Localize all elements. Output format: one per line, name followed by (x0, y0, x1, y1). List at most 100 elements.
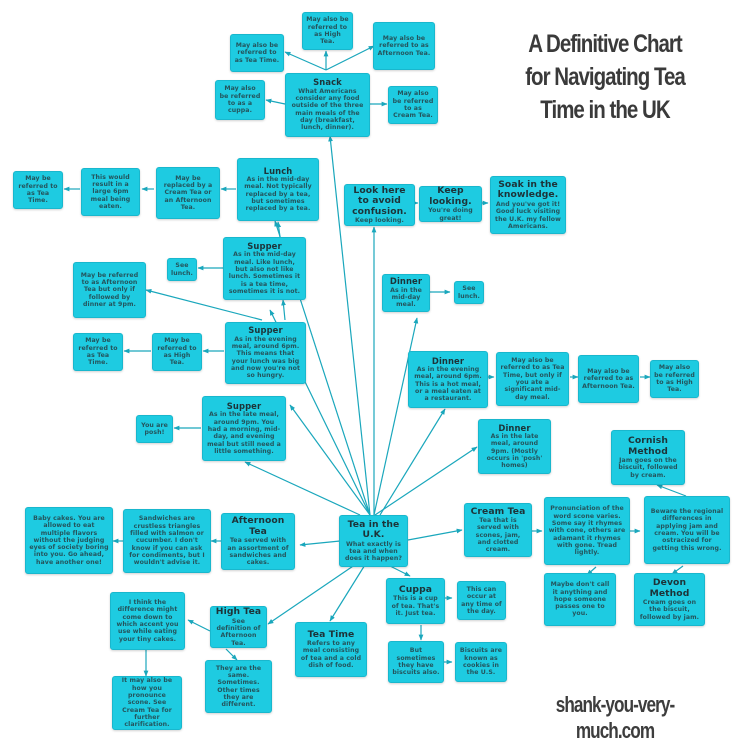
node-cream-tea: Cream Tea Tea that is served with scones… (464, 503, 532, 557)
node-lunch-teatime: May be referred to as Tea Time. (13, 171, 63, 209)
node-body: Tea served with an assortment of sandwic… (227, 537, 289, 567)
node-body: See lunch. (171, 262, 193, 277)
node-pronunciation: Pronunciation of the word scone varies. … (544, 497, 630, 565)
node-heading: Supper (226, 400, 262, 411)
node-biscuits-cookies: Biscuits are known as cookies in the U.S… (455, 642, 507, 682)
node-heading: Keep looking. (429, 185, 472, 207)
node-body: May be referred to as Tea Time. (78, 337, 118, 367)
node-tea-time: Tea Time Refers to any meal consisting o… (295, 622, 367, 677)
node-supper-late: Supper As in the late meal, around 9pm. … (202, 396, 286, 461)
node-dinner-eve-high: May also be referred to as High Tea. (650, 360, 699, 398)
node-supper-late-posh: You are posh! (136, 415, 173, 443)
node-body: Biscuits are known as cookies in the U.S… (459, 647, 503, 677)
node-body: See lunch. (458, 285, 480, 300)
node-snack-high-tea: May also be referred to as High Tea. (302, 12, 353, 50)
node-body: May also be referred to as Tea Time. (234, 42, 280, 64)
node-heading: Snack (313, 77, 342, 88)
node-sandwiches: Sandwiches are crustless triangles fille… (123, 509, 211, 573)
node-body: May also be referred to as Cream Tea. (392, 90, 434, 120)
node-afternoon-tea: Afternoon Tea Tea served with an assortm… (221, 513, 295, 570)
node-high-tea-same: They are the same. Sometimes. Other time… (205, 660, 272, 713)
node-lunch: Lunch As in the mid-day meal. Not typica… (237, 158, 319, 221)
node-heading: Afternoon Tea (231, 515, 285, 537)
node-body: Tea that is served with scones, jam, and… (475, 517, 521, 554)
node-body: This is a cup of tea. That's it. Just te… (391, 595, 440, 617)
node-lunch-result: This would result in a large 6pm meal be… (81, 168, 140, 216)
node-body: You are posh! (141, 421, 168, 436)
node-heading: Dinner (431, 355, 465, 366)
node-body: This would result in a large 6pm meal be… (90, 173, 131, 210)
node-body: As in the evening meal, around 6pm. This… (414, 366, 482, 403)
node-high-tea-accent: I think the difference might come down t… (110, 592, 185, 650)
node-body: May also be referred to as Tea Time, but… (500, 357, 565, 401)
node-supper-mid-see: See lunch. (167, 258, 197, 281)
node-snack-afternoon: May also be referred to as Afternoon Tea… (373, 22, 435, 70)
node-supper-eve: Supper As in the evening meal, around 6p… (225, 322, 306, 384)
node-keep-looking: Keep looking. You're doing great! (419, 185, 482, 222)
node-heading: Supper (247, 240, 282, 251)
node-body: Maybe don't call it anything and hope so… (550, 581, 610, 618)
node-body: Sandwiches are crustless triangles fille… (129, 515, 205, 567)
node-dinner-mid: Dinner As in the mid-day meal. (382, 274, 430, 312)
title-line-2: for Navigating Tea (525, 63, 686, 91)
node-body: As in the mid-day meal. (390, 286, 422, 309)
node-heading: Cuppa (398, 583, 433, 595)
node-body: Baby cakes. You are allowed to eat multi… (29, 514, 109, 566)
node-snack-tea-time: May also be referred to as Tea Time. (230, 34, 284, 72)
node-dinner-eve-teatime: May also be referred to as Tea Time, but… (496, 352, 569, 406)
node-heading: Soak in the knowledge. (497, 178, 559, 201)
node-body: Refers to any meal consisting of tea and… (300, 640, 362, 670)
node-heading: Cornish Method (628, 435, 668, 457)
node-lunch-replaced: May be replaced by a Cream Tea or an Aft… (156, 167, 220, 219)
node-body: Beware the regional differences in apply… (650, 508, 724, 552)
node-body: As in the evening meal, around 6pm. This… (230, 335, 301, 380)
node-body: As in the mid-day meal. Like lunch, but … (228, 251, 301, 295)
node-body: May also be referred to as Afternoon Tea… (582, 368, 635, 390)
node-body: They are the same. Sometimes. Other time… (215, 664, 262, 709)
node-dinner-eve: Dinner As in the evening meal, around 6p… (408, 351, 488, 408)
node-body: May be replaced by a Cream Tea or an Aft… (163, 174, 213, 211)
node-snack-cuppa: May also be referred to as a cuppa. (215, 80, 265, 120)
node-cornish: Cornish Method Jam goes on the biscuit, … (611, 430, 685, 485)
node-heading: Supper (248, 325, 283, 336)
node-heading: Tea Time (307, 628, 355, 640)
node-snack-cream: May also be referred to as Cream Tea. (388, 86, 438, 124)
node-cuppa-biscuits: But sometimes they have biscuits also. (388, 641, 444, 683)
node-body: Keep looking. (354, 217, 404, 225)
node-body: May also be referred to as a cuppa. (219, 85, 261, 115)
node-body: This can occur at any time of the day. (461, 585, 502, 615)
node-body: Cream goes on the biscuit, followed by j… (639, 599, 700, 621)
node-high-tea-scone: It may also be how you pronounce scone. … (112, 676, 182, 730)
node-snack: Snack What Americans consider any food o… (285, 73, 370, 137)
node-body: I think the difference might come down t… (116, 599, 179, 643)
node-body: May also be referred to as High Tea. (654, 364, 695, 394)
node-body: But sometimes they have biscuits also. (392, 647, 440, 677)
node-soak: Soak in the knowledge. And you've got it… (490, 176, 566, 234)
node-root-tea-in-uk: Tea in the U.K. What exactly is tea and … (339, 515, 408, 567)
chart-title: A Definitive Chart for Navigating Tea Ti… (511, 28, 700, 127)
node-baby-cakes: Baby cakes. You are allowed to eat multi… (25, 507, 113, 574)
node-body: Pronunciation of the word scone varies. … (548, 505, 626, 557)
node-body: You're doing great! (428, 207, 473, 222)
node-body: As in the mid-day meal. Not typically re… (244, 176, 312, 213)
node-body: May also be referred to as Afternoon Tea… (377, 35, 431, 57)
node-dinner-eve-afternoon: May also be referred to as Afternoon Tea… (578, 355, 639, 403)
title-line-1: A Definitive Chart (528, 30, 683, 58)
node-body: See definition of Afternoon Tea. (216, 617, 261, 647)
node-body: What Americans consider any food outside… (291, 87, 364, 132)
node-body: May be referred to as High Tea. (157, 337, 197, 367)
node-body: As in the late meal, around 9pm. You had… (207, 411, 281, 455)
node-maybe-dont: Maybe don't call it anything and hope so… (544, 573, 616, 626)
node-supper-mid: Supper As in the mid-day meal. Like lunc… (223, 237, 306, 300)
node-supper-eve-afternoon: May be referred to as Afternoon Tea but … (73, 262, 146, 318)
node-cuppa: Cuppa This is a cup of tea. That's it. J… (386, 578, 445, 624)
node-look-here: Look here to avoid confusion. Keep looki… (344, 184, 415, 226)
node-heading: Devon Method (649, 577, 690, 599)
node-heading: Dinner (389, 276, 423, 287)
node-high-tea: High Tea See definition of Afternoon Tea… (210, 606, 267, 648)
node-cuppa-any-time: This can occur at any time of the day. (457, 581, 506, 620)
node-body: Jam goes on the biscuit, followed by cre… (618, 457, 678, 479)
node-body: It may also be how you pronounce scone. … (121, 677, 173, 729)
node-body: May also be referred to as High Tea. (306, 16, 349, 46)
node-beware: Beware the regional differences in apply… (644, 496, 730, 564)
